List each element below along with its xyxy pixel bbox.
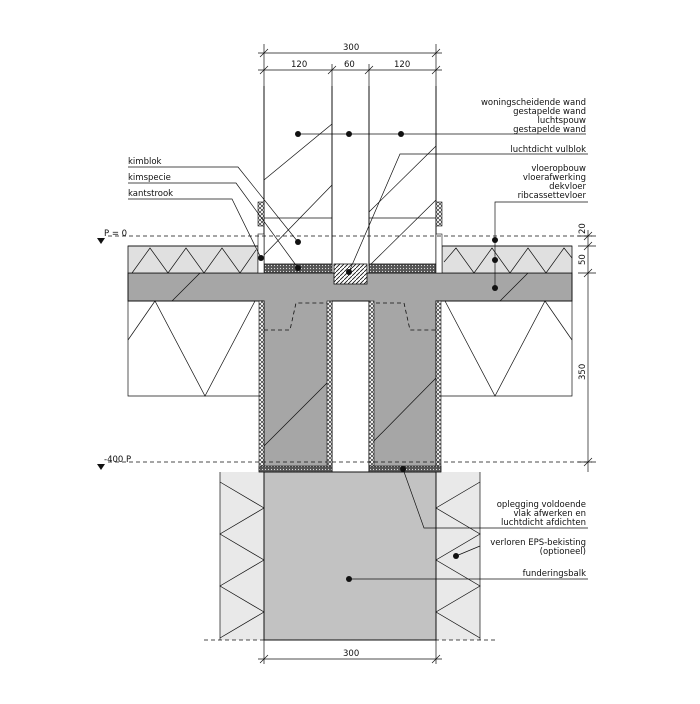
label-vloeropbouw: vloeropbouw [531, 164, 586, 174]
label-ribcassettevloer: ribcassettevloer [518, 191, 587, 201]
dim-right-20: 20 [578, 223, 588, 234]
right-dimension-chain: 20 50 350 [578, 223, 596, 472]
labels-right-top: woningscheidende wand gestapelde wand lu… [481, 98, 587, 201]
label-woningscheidende-wand: woningscheidende wand [481, 98, 586, 108]
svg-text:-400 P: -400 P [104, 455, 131, 465]
label-vloerafwerking: vloerafwerking [523, 173, 586, 183]
label-eps-bekisting: verloren EPS-bekisting [490, 538, 586, 548]
edge-strips [257, 201, 443, 274]
foundation-eps-left [219, 472, 265, 640]
label-eps-optioneel: (optioneel) [540, 547, 586, 557]
ribcassette-right [436, 300, 573, 397]
dim-top-mid: 60 [344, 60, 355, 70]
svg-text:P = 0: P = 0 [104, 229, 127, 239]
label-oplegging-3: luchtdicht afdichten [501, 518, 586, 528]
label-gestapelde-wand-1: gestapelde wand [513, 107, 586, 117]
leaders-left [128, 166, 301, 271]
dim-right-350: 350 [578, 364, 588, 380]
stacked-wall [263, 86, 437, 267]
dim-top-total: 300 [343, 43, 359, 53]
label-oplegging-1: oplegging voldoende [497, 500, 586, 510]
label-luchtspouw: luchtspouw [537, 116, 586, 126]
level-marker-top: P = 0 [97, 229, 127, 244]
label-funderingsbalk: funderingsbalk [523, 569, 586, 579]
dim-top-right: 120 [394, 60, 410, 70]
label-kimspecie: kimspecie [128, 173, 171, 183]
label-dekvloer: dekvloer [549, 182, 586, 192]
screed-right [441, 245, 573, 274]
labels-right-bottom: oplegging voldoende vlak afwerken en luc… [490, 500, 586, 579]
label-luchtdicht-vulblok: luchtdicht vulblok [510, 145, 586, 155]
label-oplegging-2: vlak afwerken en [513, 509, 586, 519]
level-marker-bottom: -400 P [97, 455, 131, 470]
dim-right-50: 50 [578, 254, 588, 265]
foundation-beam [263, 471, 437, 641]
labels-left: kimblok kimspecie kantstrook [128, 157, 173, 199]
screed-left [127, 245, 259, 274]
top-dimension-chain: 300 120 60 120 [258, 43, 442, 90]
label-gestapelde-wand-2: gestapelde wand [513, 125, 586, 135]
label-kantstrook: kantstrook [128, 189, 173, 199]
dim-top-left: 120 [291, 60, 307, 70]
bottom-dimension: 300 [258, 640, 442, 664]
label-kimblok: kimblok [128, 157, 162, 167]
leaders-right-bottom [346, 466, 588, 582]
ribcassette-left [127, 300, 264, 397]
dim-bottom-total: 300 [343, 649, 359, 659]
floor-slab [127, 272, 573, 473]
leaders-right-top [295, 131, 588, 291]
